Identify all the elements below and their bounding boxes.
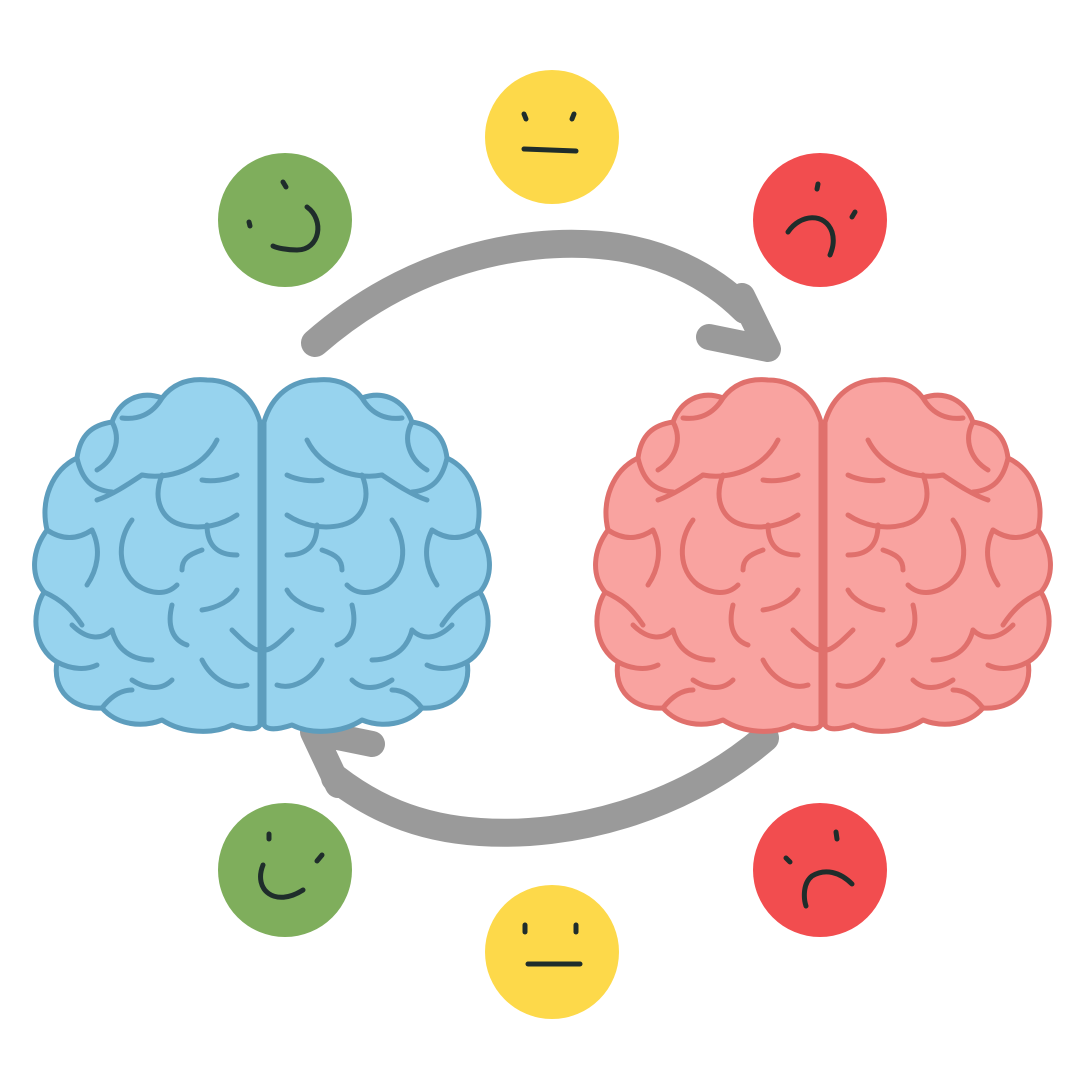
neutral-face-bottom xyxy=(485,885,619,1019)
sad-face-icon xyxy=(753,153,887,287)
brain-calm xyxy=(35,380,490,732)
neutral-face-icon xyxy=(485,885,619,1019)
sad-face-top xyxy=(753,153,887,287)
neutral-face-top xyxy=(485,70,619,204)
happy-face-bottom xyxy=(218,803,352,937)
cycle-arrow-top xyxy=(301,229,781,362)
happy-face-icon xyxy=(218,803,352,937)
brain-stressed xyxy=(596,380,1051,732)
sad-face-bottom xyxy=(753,803,887,937)
cycle-arrow-bottom xyxy=(300,719,779,847)
brain-icon xyxy=(596,380,1051,732)
neutral-face-icon xyxy=(485,70,619,204)
happy-face-top xyxy=(218,153,352,287)
happy-face-icon xyxy=(218,153,352,287)
brain-icon xyxy=(35,380,490,732)
cycle-arrows xyxy=(300,229,781,847)
sad-face-icon xyxy=(753,803,887,937)
